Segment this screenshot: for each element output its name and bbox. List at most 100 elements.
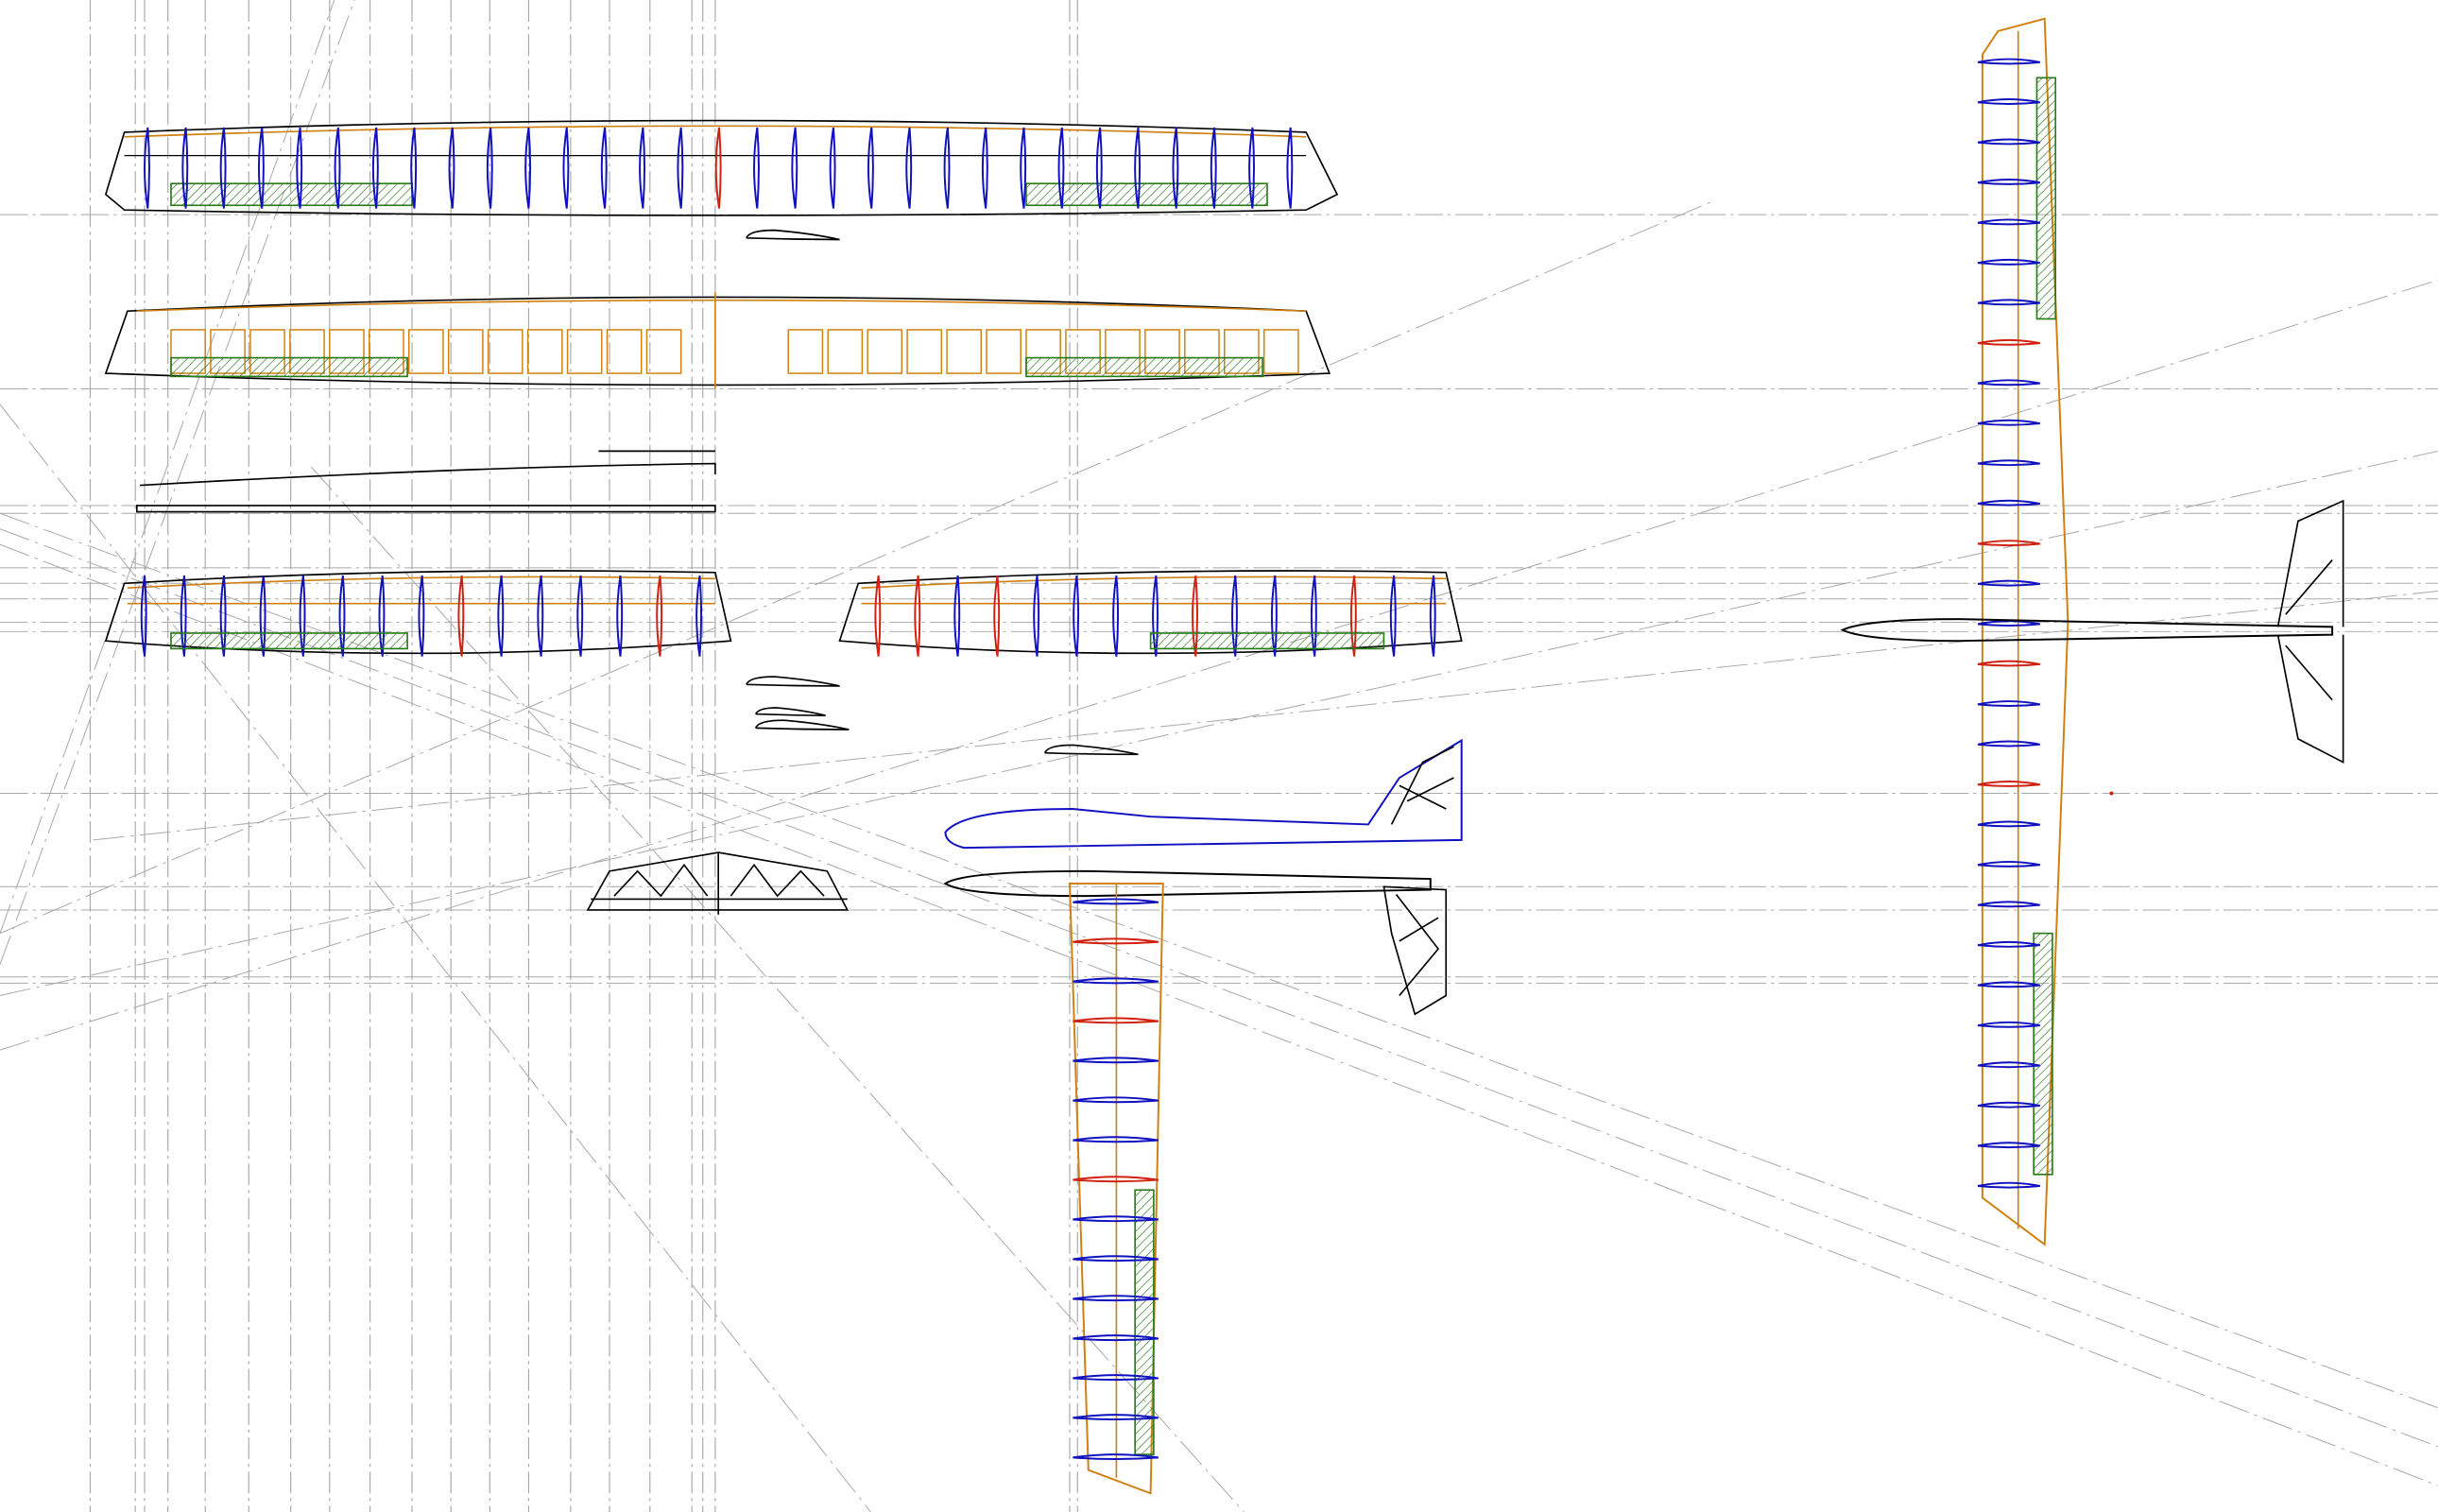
wing-rib — [1977, 1142, 2040, 1149]
wing-rib — [1286, 127, 1294, 209]
sheeting-panel — [645, 329, 682, 374]
sheeting-panel — [606, 329, 643, 374]
sheeting-panel — [487, 329, 524, 374]
spar-bottom — [135, 505, 716, 513]
wing-rib — [371, 127, 379, 209]
wing-rib-layout-top — [104, 119, 1339, 241]
wing-rib — [1977, 179, 2040, 185]
wing-rib — [1429, 575, 1436, 657]
stab-outline — [586, 851, 850, 911]
wing-rib — [524, 127, 532, 209]
wing-rib — [753, 127, 760, 209]
wing-rib — [1977, 579, 2040, 587]
wing-rib — [1389, 575, 1397, 657]
fuselage-outline — [944, 738, 1463, 850]
wing-rib — [1349, 575, 1357, 657]
sheeting-panel — [566, 329, 603, 374]
leading-edge — [136, 299, 1307, 313]
wing-rib — [1073, 1057, 1159, 1064]
stabilizer-truss — [586, 851, 850, 915]
wing-rib — [1977, 338, 2040, 346]
reference-point — [2109, 791, 2114, 796]
wing-rib — [1977, 419, 2040, 426]
wing-rib — [486, 127, 493, 209]
leading-edge — [127, 576, 715, 590]
construction-line-diagonal — [0, 279, 2438, 1051]
wing-rib — [1112, 575, 1120, 657]
wing-rib — [1977, 1021, 2040, 1028]
wing-rib — [1073, 575, 1080, 657]
aileron-top — [2035, 77, 2057, 320]
leading-edge — [861, 576, 1447, 590]
wing-rib — [943, 127, 951, 209]
construction-line-diagonal — [93, 591, 2438, 841]
aileron-bottom — [2033, 932, 2053, 1176]
wing-rib — [791, 127, 798, 209]
wing-rib — [874, 575, 882, 657]
wing-rib — [1270, 575, 1278, 657]
wing-rib — [1073, 1136, 1159, 1143]
stabilizer — [1382, 885, 1448, 1016]
wing-rib — [1230, 575, 1238, 657]
wing-rib — [140, 575, 147, 657]
wing-rib — [981, 127, 988, 209]
wing-rib — [1134, 127, 1142, 209]
wing-rib — [993, 575, 1001, 657]
wing-rib — [1977, 299, 2040, 306]
wing-rib — [1057, 127, 1065, 209]
aileron-right — [1025, 182, 1268, 207]
wing-rib — [1977, 258, 2040, 266]
wing-rib — [600, 127, 608, 209]
wing-rib — [1073, 1215, 1159, 1223]
wing-rib — [1977, 740, 2040, 747]
wing-rib — [562, 127, 570, 209]
wing-rib — [1977, 981, 2040, 988]
construction-line-diagonal — [0, 0, 335, 934]
glider-parts — [104, 17, 2344, 1495]
wing-rib — [616, 575, 624, 657]
wing-rib — [410, 127, 418, 209]
wing-rib — [537, 575, 544, 657]
wing-rib — [257, 127, 265, 209]
wing-rib — [180, 575, 187, 657]
wing-rib — [1977, 940, 2040, 948]
stabilizer — [2276, 499, 2344, 764]
sheeting-panel — [408, 329, 444, 374]
wing-rib — [1073, 1017, 1159, 1024]
wing-rib — [1977, 1181, 2040, 1189]
wing-rib — [656, 575, 663, 657]
wing-rib — [1248, 127, 1256, 209]
wing-rib — [1977, 620, 2040, 627]
wing-rib — [1210, 127, 1217, 209]
wing-rib — [1095, 127, 1103, 209]
wing-rib — [1073, 1374, 1159, 1382]
sheeting-panel — [867, 329, 903, 374]
wing-rib — [829, 127, 836, 209]
aileron-left — [170, 356, 408, 378]
construction-line-diagonal — [0, 543, 2438, 1486]
wing-rib — [1073, 1176, 1159, 1183]
construction-line-diagonal — [0, 404, 871, 1512]
wing-rib — [1073, 1414, 1159, 1421]
wing-rib — [1310, 575, 1317, 657]
wing-rib — [1977, 820, 2040, 828]
wing-rib — [695, 575, 703, 657]
airfoil-sections — [746, 676, 1139, 756]
aileron — [1149, 632, 1385, 650]
airfoil-section — [746, 229, 840, 241]
aileron — [170, 632, 408, 650]
wing-rib — [1172, 127, 1179, 209]
wing-rib — [219, 575, 227, 657]
wing-rib — [1073, 1453, 1159, 1461]
wing-rib — [914, 575, 921, 657]
wing-rib — [378, 575, 386, 657]
wing-rib — [1073, 1295, 1159, 1302]
sheeting-panel — [526, 329, 563, 374]
wing-rib — [457, 575, 465, 657]
wing-rib — [1073, 1096, 1159, 1104]
wing-rib — [1977, 459, 2040, 467]
aileron-right — [1025, 356, 1263, 378]
wing-rib — [714, 127, 722, 209]
sheeting-panel — [447, 329, 484, 374]
